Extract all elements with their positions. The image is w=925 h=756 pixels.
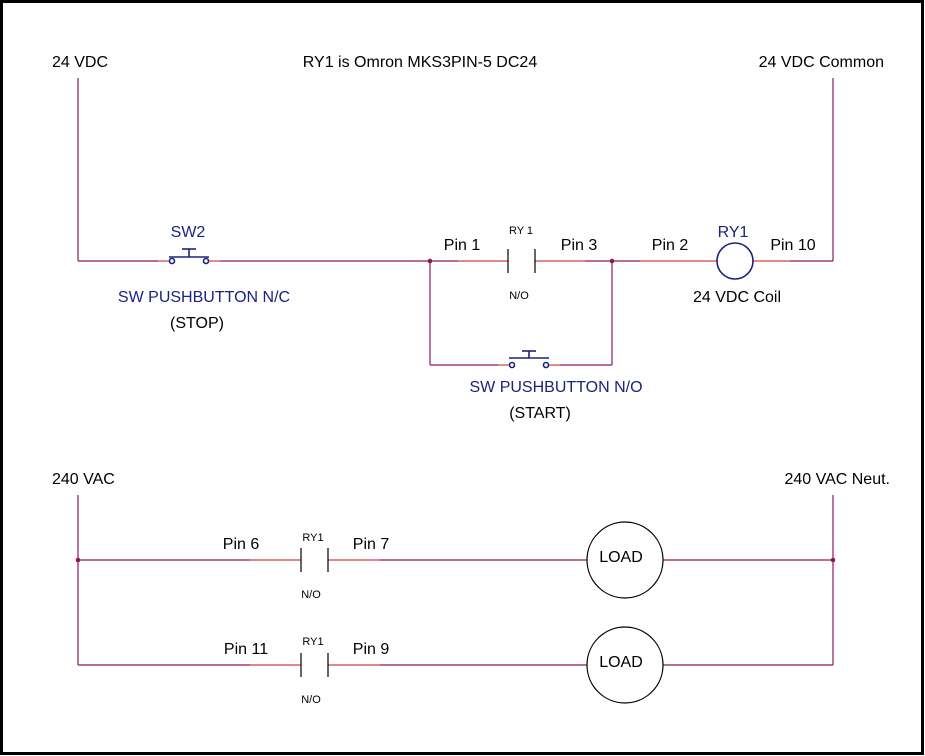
ry1-contact-11-9-symbol (300, 653, 329, 677)
junction-dot (830, 557, 836, 563)
start-switch-function-label: (START) (509, 405, 571, 422)
load-2-label: LOAD (599, 654, 643, 671)
junction-dot (75, 557, 81, 563)
ry1-coil-ref-label: RY1 (718, 224, 749, 241)
ry1-contact-6-7-symbol (300, 548, 329, 572)
pin1-label: Pin 1 (444, 237, 481, 254)
sw2-pushbutton-nc-symbol (168, 248, 210, 265)
pin2-label: Pin 2 (652, 237, 689, 254)
pin10-label: Pin 10 (770, 237, 815, 254)
ac-neutral-label: 240 VAC Neut. (784, 471, 890, 488)
ry1-contact-1-3-symbol (507, 249, 536, 273)
sw2-function-label: (STOP) (170, 315, 224, 332)
ry1-contact-6-7-ref-label: RY1 (302, 532, 323, 544)
ry1-coil-desc-label: 24 VDC Coil (693, 289, 781, 306)
ry1-contact-11-9-ref-label: RY1 (302, 636, 323, 648)
sw2-ref-label: SW2 (171, 224, 206, 241)
ry1-contact-11-9-state-label: N/O (301, 694, 321, 706)
ry1-contact-state-label: N/O (509, 290, 529, 302)
dc-common-label: 24 VDC Common (759, 54, 884, 71)
load-2-symbol (586, 626, 664, 704)
pin9-label: Pin 9 (353, 641, 390, 658)
junction-dot (427, 258, 433, 264)
start-pushbutton-no-symbol (508, 350, 550, 369)
relay-note: RY1 is Omron MKS3PIN-5 DC24 (303, 54, 538, 71)
pin11-label: Pin 11 (224, 641, 268, 658)
pin7-label: Pin 7 (353, 536, 390, 553)
pin6-label: Pin 6 (223, 536, 260, 553)
junction-dot (609, 258, 615, 264)
load-1-label: LOAD (599, 549, 643, 566)
ry1-coil-symbol (716, 242, 754, 280)
ac-line-label: 240 VAC (52, 471, 115, 488)
pin3-label: Pin 3 (561, 237, 598, 254)
start-switch-type-label: SW PUSHBUTTON N/O (469, 379, 642, 396)
sw2-type-label: SW PUSHBUTTON N/C (118, 289, 290, 306)
dc-positive-label: 24 VDC (52, 54, 108, 71)
ry1-contact-6-7-state-label: N/O (301, 589, 321, 601)
ry1-contact-ref-label: RY 1 (509, 225, 533, 237)
load-1-symbol (586, 521, 664, 599)
